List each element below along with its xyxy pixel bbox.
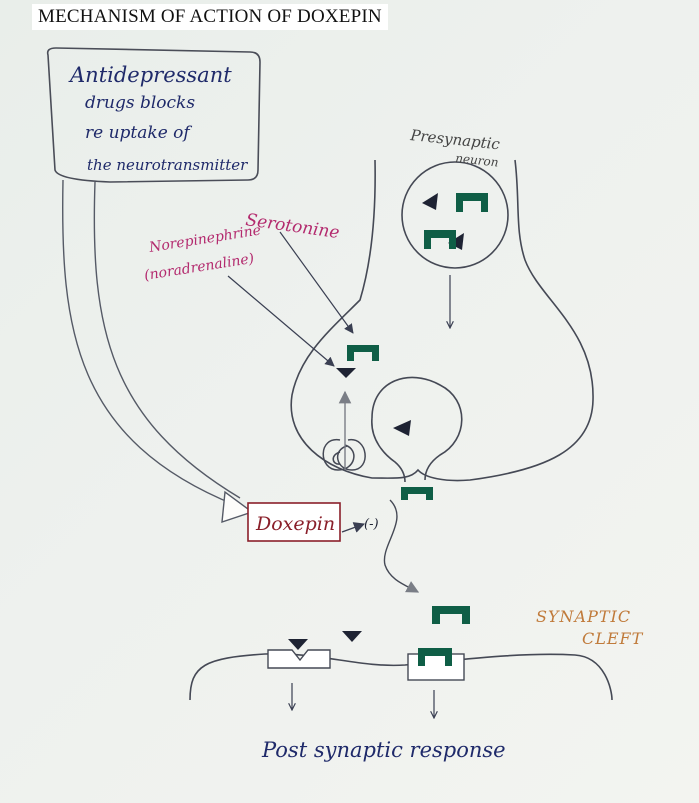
note-line-2: drugs blocks — [85, 93, 195, 113]
norepinephrine-molecule-cleft — [342, 631, 362, 642]
norepinephrine-molecule-1 — [422, 193, 438, 210]
synaptic-vesicle-lower — [371, 376, 463, 500]
serotonin-molecule-reuptake — [347, 345, 379, 361]
norepinephrine-pointer-arrow — [227, 275, 335, 367]
doxepin-box: Doxepin — [247, 502, 341, 542]
note-to-doxepin-arrow — [62, 179, 254, 524]
note-line-4: the neurotransmitter — [87, 156, 248, 174]
page-title: MECHANISM OF ACTION OF DOXEPIN — [32, 4, 388, 30]
presynaptic-label: Presynaptic — [409, 126, 502, 153]
serotonin-molecule-1 — [456, 193, 488, 212]
serotonin-molecule-released — [401, 487, 433, 500]
synaptic-label: SYNAPTIC — [536, 607, 631, 626]
release-curved-arrow — [383, 499, 420, 593]
neuron-label: neuron — [455, 151, 499, 169]
reuptake-transporter — [322, 439, 366, 471]
receptor-serotonin — [407, 648, 465, 681]
doxepin-label: Doxepin — [255, 513, 335, 535]
serotonin-molecule-cleft — [432, 606, 470, 624]
serotonine-pointer-arrow — [279, 231, 354, 334]
note-box: Antidepressant drugs blocks re uptake of… — [46, 47, 261, 183]
doxepin-inhibit-arrow — [341, 522, 366, 533]
inhibition-label: (-) — [364, 517, 379, 532]
receptor-norepinephrine — [267, 639, 331, 669]
note-line-3: re uptake of — [85, 123, 192, 143]
presynaptic-neuron — [290, 159, 594, 482]
note-line-1: Antidepressant — [68, 63, 232, 87]
noradrenaline-label: (noradrenaline) — [143, 251, 255, 284]
postsynaptic-membrane — [189, 653, 613, 701]
norepinephrine-molecule-3 — [393, 420, 411, 436]
post-synaptic-response-label: Post synaptic response — [261, 738, 506, 762]
synaptic-vesicle-top — [401, 161, 509, 269]
norepinephrine-molecule-reuptake — [336, 368, 356, 378]
cleft-label: CLEFT — [582, 629, 644, 648]
serotonin-molecule-2 — [424, 230, 456, 249]
